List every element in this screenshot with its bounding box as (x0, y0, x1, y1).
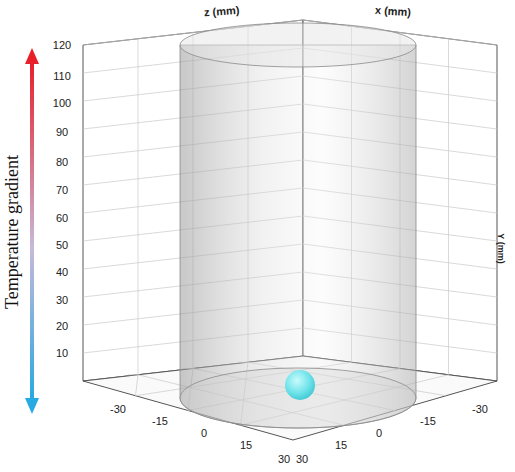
tick-label: -30 (110, 404, 126, 415)
tick-label: 0 (376, 428, 382, 439)
grid-line (136, 375, 139, 396)
grid-line (448, 39, 449, 375)
cylinder (180, 23, 416, 428)
axis-walls (83, 20, 497, 440)
axis-title: z (mm) (204, 4, 240, 17)
tick-label: 30 (296, 454, 308, 465)
tick-label: 60 (56, 213, 68, 224)
tick-label: 20 (56, 321, 68, 332)
tick-label: -15 (152, 416, 168, 427)
tick-label: 0 (201, 428, 207, 439)
tick-label: 70 (56, 185, 68, 196)
tick-label: 30 (278, 454, 290, 465)
tick-label: -15 (420, 416, 436, 427)
tick-label: 90 (56, 127, 68, 138)
tick-label: -30 (472, 404, 488, 415)
tick-label: 120 (53, 40, 71, 51)
axis-title: Y (mm) (496, 233, 505, 263)
tick-label: 110 (53, 71, 71, 82)
tick-label: 80 (56, 157, 68, 168)
axis-title: x (mm) (375, 4, 412, 17)
tick-label: 40 (56, 267, 68, 278)
tick-label: 50 (56, 240, 68, 251)
bubble (285, 370, 315, 400)
gradient-arrow (25, 48, 39, 414)
gradient-label: Temperature gradient (3, 155, 21, 309)
tick-label: 15 (240, 440, 252, 451)
tick-label: 10 (56, 348, 68, 359)
tick-label: 15 (335, 440, 347, 451)
grid-line (138, 39, 139, 375)
grid-line (128, 374, 138, 375)
tick-label: 30 (56, 295, 68, 306)
tick-label: 100 (53, 98, 71, 109)
